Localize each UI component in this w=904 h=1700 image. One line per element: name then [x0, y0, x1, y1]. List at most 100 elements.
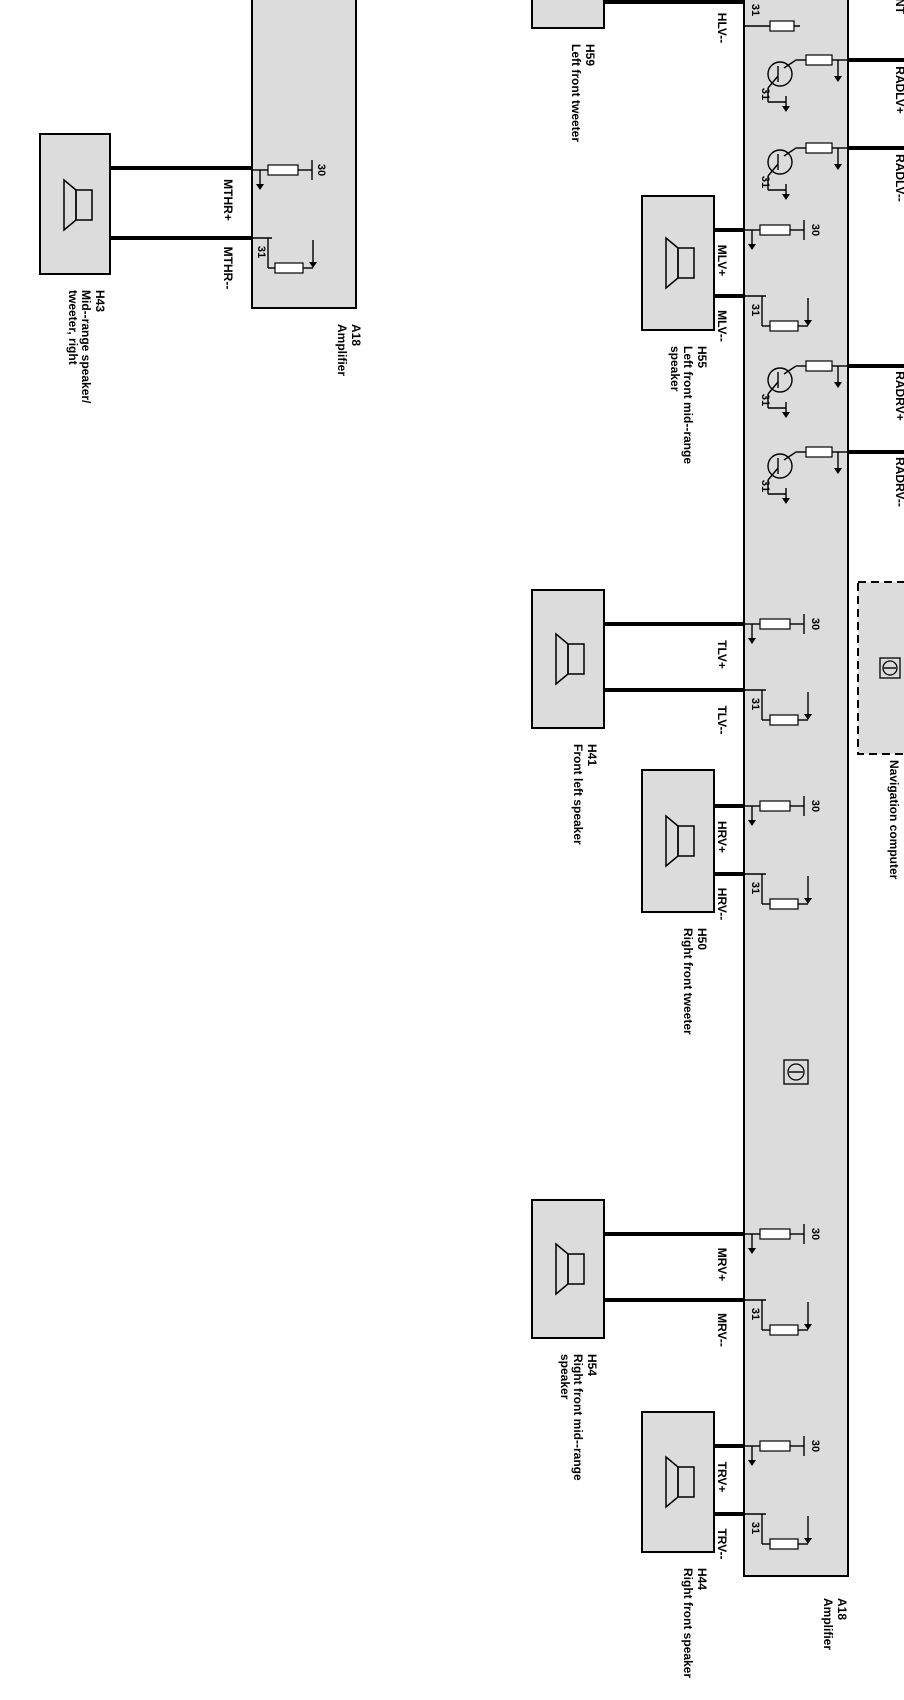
speaker-cone — [665, 1455, 679, 1509]
pin-label: 31 — [759, 176, 771, 188]
input-stage: 31 RADLV-- — [759, 142, 904, 202]
ground-arrow — [782, 194, 790, 200]
component-name: speaker — [558, 1354, 572, 1400]
diagram-line — [783, 147, 797, 157]
speaker-box — [39, 133, 111, 275]
signal-label: NT — [893, 0, 904, 15]
pin-label: 31 — [759, 394, 771, 406]
diagram-line — [767, 163, 779, 177]
transistor-icon — [767, 453, 793, 479]
pin-label: 31 — [749, 1308, 761, 1320]
ground-arrow — [834, 76, 842, 82]
speaker-h43: H43 Mid--range speaker/ tweeter, right — [39, 133, 252, 404]
component-name: speaker — [668, 346, 682, 392]
signal-label: TLV-- — [715, 705, 729, 734]
signal-label: HRV+ — [715, 821, 729, 853]
diagram-line — [767, 467, 779, 481]
signal-label: MLV+ — [715, 245, 729, 276]
pin-label: 31 — [749, 882, 761, 894]
pin-label: 31 — [749, 4, 761, 16]
ground-arrow — [748, 244, 756, 250]
component-ref: H44 — [695, 1568, 709, 1590]
component-ref: H55 — [695, 346, 709, 368]
pin-label: 31 — [749, 1522, 761, 1534]
transistor-icon — [767, 367, 793, 393]
ground-symbol-icon — [879, 657, 901, 679]
ground-symbol-icon — [783, 1059, 809, 1085]
speaker-box — [531, 0, 605, 29]
resistor — [759, 224, 791, 236]
speaker-icon — [665, 236, 695, 290]
signal-label: HLV-- — [715, 13, 729, 43]
pin-label: 30 — [809, 224, 821, 236]
speaker-icon — [63, 178, 93, 232]
signal-label: MRV+ — [715, 1248, 729, 1281]
signal-label: MTHR+ — [221, 179, 235, 221]
pin-label: 31 — [749, 304, 761, 316]
component-ref: H59 — [583, 44, 597, 66]
left-amp-terminal-31: 31 — [252, 237, 317, 274]
speaker-cone — [665, 814, 679, 868]
speaker-cone — [555, 632, 569, 686]
left-amplifier-box — [251, 0, 357, 309]
resistor — [805, 360, 833, 372]
component-ref: H54 — [585, 1354, 599, 1376]
component-name: Right front tweeter — [681, 928, 695, 1035]
diagram-line — [767, 381, 779, 395]
component-ref: A18 — [835, 1598, 849, 1620]
left-amp-terminal-30: 30 — [252, 160, 327, 190]
resistor — [769, 1538, 799, 1550]
speaker-cone — [555, 1242, 569, 1296]
ground-arrow — [782, 106, 790, 112]
resistor — [759, 618, 791, 630]
signal-label: RADLV-- — [893, 154, 904, 202]
component-name: Navigation computer — [887, 760, 901, 880]
main-amplifier-box — [743, 0, 849, 1577]
diagram-line — [767, 75, 779, 89]
component-name: Amplifier — [821, 1598, 835, 1650]
ground-arrow — [834, 382, 842, 388]
speaker-box — [641, 1411, 715, 1553]
resistor — [805, 446, 833, 458]
ground-arrow — [782, 412, 790, 418]
component-name: Right front speaker — [681, 1568, 695, 1678]
speaker-h59: H59 Left front tweeter HLV-- 31 — [531, 0, 800, 142]
component-name: Mid--range speaker/ — [79, 290, 93, 404]
signal-label: HRV-- — [715, 888, 729, 920]
signal-label: TLV+ — [715, 640, 729, 669]
pin-label: 31 — [759, 88, 771, 100]
ground-arrow — [748, 1460, 756, 1466]
resistor — [769, 320, 799, 332]
resistor — [759, 1228, 791, 1240]
main-amplifier: A18 Amplifier — [743, 0, 849, 1650]
transistor-icon — [767, 61, 793, 87]
component-ref: H43 — [93, 290, 107, 312]
ground-arrow — [834, 164, 842, 170]
signal-label: RADRV+ — [893, 371, 904, 420]
ground-arrow — [834, 468, 842, 474]
resistor — [759, 1440, 791, 1452]
signal-label: MTHR-- — [221, 247, 235, 290]
resistor — [769, 714, 799, 726]
ground-arrow — [748, 820, 756, 826]
speaker-cone — [665, 236, 679, 290]
left-amplifier: 30 31 MTHR+ MTHR-- A18 Amplifier — [221, 0, 363, 376]
signal-label: MLV-- — [715, 310, 729, 342]
diagram-line — [783, 365, 797, 375]
signal-label: TRV-- — [715, 1528, 729, 1559]
navigation-computer: Navigation computer — [857, 581, 904, 880]
pin-label: 31 — [255, 246, 267, 258]
speaker-icon — [555, 632, 585, 686]
ground-arrow — [804, 898, 812, 904]
speaker-icon — [665, 814, 695, 868]
pin-label: 31 — [759, 480, 771, 492]
